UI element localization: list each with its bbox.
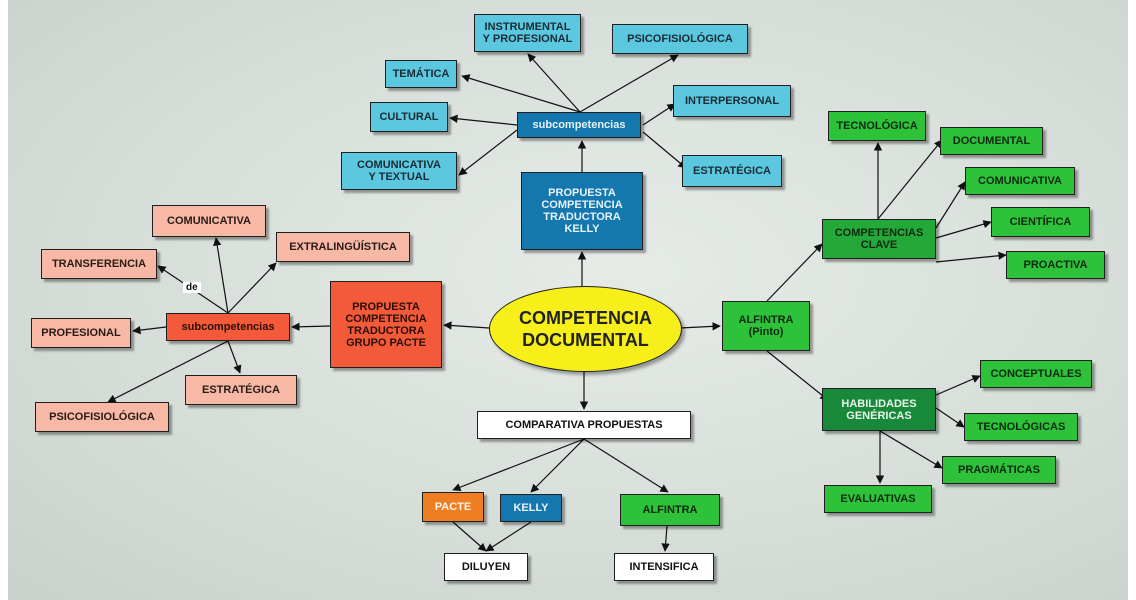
kelly-interpersonal-node[interactable]: INTERPERSONAL: [673, 85, 791, 117]
pacte-proposal-node[interactable]: PROPUESTA COMPETENCIA TRADUCTORA GRUPO P…: [330, 281, 442, 368]
hab-conceptuales-node[interactable]: CONCEPTUALES: [980, 360, 1092, 388]
connector-arrow: [935, 375, 981, 396]
connector-arrow: [935, 251, 1007, 263]
connector-arrow: [449, 114, 518, 126]
connector-arrow: [213, 237, 229, 314]
pacte-psicofisiologica-node[interactable]: PSICOFISIOLÓGICA: [35, 402, 169, 432]
clave-comunicativa-node[interactable]: COMUNICATIVA: [965, 167, 1075, 195]
clave-proactiva-node[interactable]: PROACTIVA: [1006, 251, 1105, 279]
connector-arrow: [291, 322, 331, 331]
comparativa-kelly-node[interactable]: KELLY: [500, 494, 562, 522]
connector-arrow: [527, 53, 581, 113]
clave-documental-node[interactable]: DOCUMENTAL: [940, 127, 1043, 155]
connector-arrow: [132, 325, 167, 335]
alfintra-main-node[interactable]: ALFINTRA (Pinto): [722, 301, 810, 351]
intensifica-node[interactable]: INTENSIFICA: [614, 553, 714, 581]
connector-arrow: [642, 131, 687, 169]
connector-arrow: [642, 103, 676, 126]
connector-arrow: [452, 521, 487, 552]
pacte-comunicativa-node[interactable]: COMUNICATIVA: [152, 205, 266, 237]
connector-arrow: [458, 129, 518, 176]
connector-arrow: [935, 181, 966, 229]
kelly-cultural-node[interactable]: CULTURAL: [370, 102, 448, 132]
comparativa-node[interactable]: COMPARATIVA PROPUESTAS: [477, 411, 691, 439]
kelly-instrumental-node[interactable]: INSTRUMENTAL Y PROFESIONAL: [474, 14, 581, 52]
pacte-estrategica-node[interactable]: ESTRATÉGICA: [185, 375, 297, 405]
comparativa-alfintra-node[interactable]: ALFINTRA: [620, 494, 720, 526]
comparativa-pacte-node[interactable]: PACTE: [422, 492, 484, 522]
connector-arrow: [679, 322, 721, 331]
connector-arrow: [579, 54, 679, 113]
hab-pragmaticas-node[interactable]: PRAGMÁTICAS: [942, 456, 1056, 484]
clave-tecnologica-node[interactable]: TECNOLÓGICA: [828, 111, 926, 141]
connector-arrow: [877, 139, 943, 220]
pacte-subcompetencias-node[interactable]: subcompetencias: [166, 313, 290, 341]
connector-arrow: [107, 340, 229, 403]
pacte-link-label-de: de: [183, 282, 201, 293]
connector-arrow: [452, 438, 585, 492]
connector-arrow: [530, 438, 585, 493]
connector-arrow: [935, 220, 992, 239]
connector-arrow: [879, 430, 943, 469]
pacte-transferencia-node[interactable]: TRANSFERENCIA: [41, 249, 157, 279]
kelly-estrategica-node[interactable]: ESTRATÉGICA: [682, 155, 782, 187]
pacte-extralinguistica-node[interactable]: EXTRALINGÜÍSTICA: [276, 232, 410, 262]
kelly-psicofisiologica-node[interactable]: PSICOFISIOLÓGICA: [612, 24, 748, 54]
kelly-comunicativa-node[interactable]: COMUNICATIVA Y TEXTUAL: [341, 152, 457, 190]
clave-cientifica-node[interactable]: CIENTÍFICA: [991, 207, 1090, 237]
hab-evaluativas-node[interactable]: EVALUATIVAS: [824, 485, 932, 513]
competencias-clave-node[interactable]: COMPETENCIAS CLAVE: [822, 219, 936, 259]
diluyen-node[interactable]: DILUYEN: [444, 553, 528, 581]
connector-arrow: [461, 74, 581, 113]
connector-arrow: [766, 243, 823, 302]
connector-arrow: [443, 321, 490, 330]
kelly-subcompetencias-node[interactable]: subcompetencias: [517, 112, 641, 138]
connector-arrow: [583, 438, 669, 493]
central-concept-node[interactable]: COMPETENCIA DOCUMENTAL: [489, 286, 682, 372]
connector-arrow: [935, 407, 965, 428]
kelly-tematica-node[interactable]: TEMÁTICA: [385, 60, 457, 88]
connector-arrow: [227, 262, 277, 314]
pacte-profesional-node[interactable]: PROFESIONAL: [31, 318, 131, 348]
connector-arrow: [766, 350, 829, 401]
hab-tecnologicas-node[interactable]: TECNOLÓGICAS: [964, 413, 1078, 441]
connector-arrow: [227, 340, 242, 374]
connector-arrow: [661, 525, 670, 552]
kelly-proposal-node[interactable]: PROPUESTA COMPETENCIA TRADUCTORA KELLY: [521, 172, 643, 250]
habilidades-genericas-node[interactable]: HABILIDADES GENÉRICAS: [822, 388, 936, 431]
connector-arrow: [485, 521, 532, 552]
